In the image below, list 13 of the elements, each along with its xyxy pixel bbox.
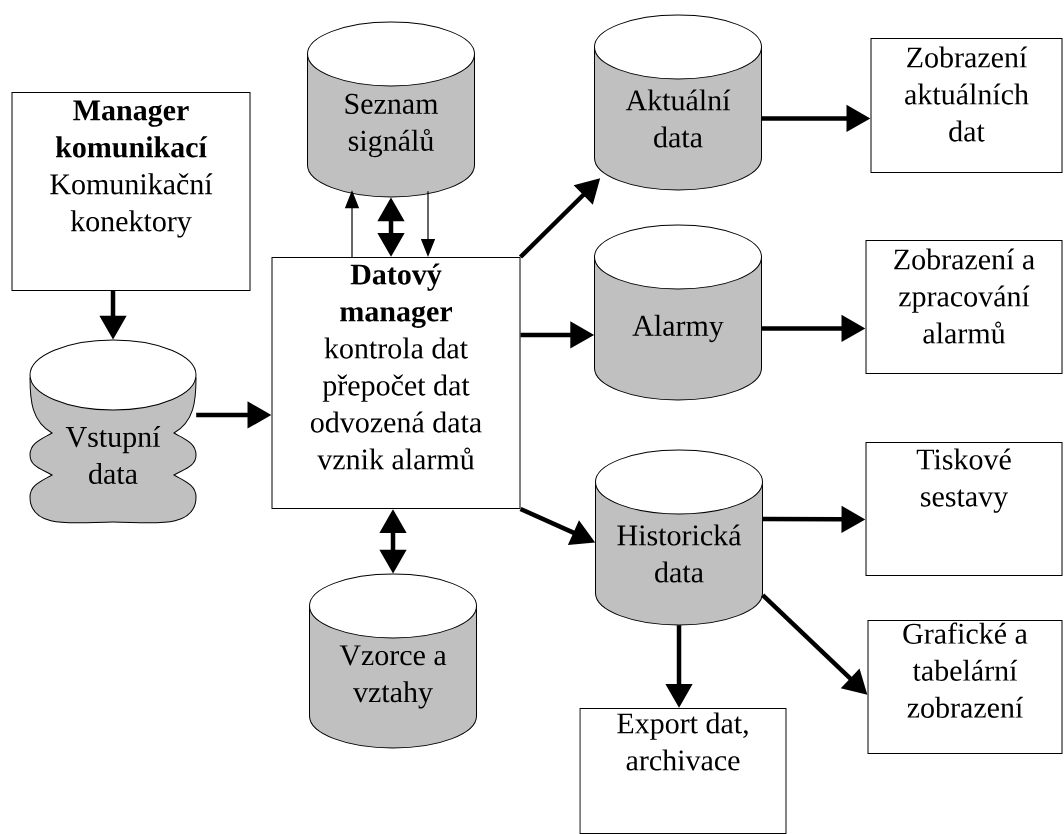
process-box: Manager komunikací Komunikační konektory [11, 92, 251, 291]
database-cylinder: Vzorce a vztahy [309, 573, 477, 749]
process-box: Grafické a tabelární zobrazení [867, 620, 1063, 754]
process-box: Datový manager kontrola dat přepočet dat odvozená data vznik alarmů [271, 257, 521, 509]
database-cylinder: Aktuální data [594, 14, 762, 191]
stacked-disk-drawing: Vstupní data [29, 339, 197, 524]
process-box: Zobrazení aktuálních dat [870, 38, 1063, 173]
process-box: Zobrazení a zpracování alarmů [865, 240, 1063, 374]
database-cylinder: Historická data [595, 449, 763, 626]
database-cylinder: Seznam signálů [307, 21, 475, 198]
process-box: Tiskové sestavy [865, 442, 1063, 576]
database-cylinder: Alarmy [594, 224, 762, 401]
process-box: Export dat, archivace [579, 708, 787, 834]
